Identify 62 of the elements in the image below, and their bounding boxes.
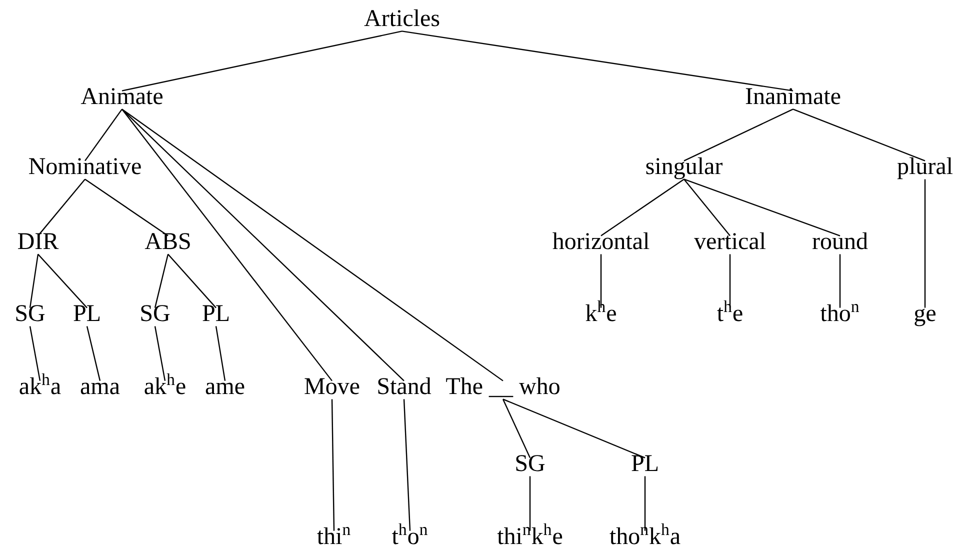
tree-branch xyxy=(502,398,531,458)
tree-branch xyxy=(331,399,335,531)
tree-branch xyxy=(684,108,794,162)
tree-branch xyxy=(154,254,169,308)
tree-branch xyxy=(29,326,41,381)
tree-branch xyxy=(122,108,404,382)
tree-label: k$^{h}$e xyxy=(586,300,616,322)
tree-label: Animate xyxy=(80,88,162,104)
tree-branch xyxy=(154,326,166,381)
tree-branch xyxy=(86,326,101,381)
tree-label: Stand xyxy=(378,377,432,394)
tree-label: ak$^{h}$a xyxy=(20,373,61,394)
tree-label: ABS xyxy=(144,233,190,250)
tree-branch xyxy=(839,254,841,308)
tree-branch xyxy=(600,254,602,308)
tree-branch xyxy=(684,178,730,236)
tree-label: tho$^{n}$ xyxy=(820,304,860,322)
tree-label: vertical xyxy=(694,232,766,250)
tree-label: SG xyxy=(141,305,170,322)
tree-label: plural xyxy=(897,157,953,180)
tree-label: DIR xyxy=(18,233,59,250)
tree-branch xyxy=(502,398,646,458)
tree-label: PL xyxy=(632,455,658,471)
tree-branch xyxy=(403,399,411,531)
tree-label: ama xyxy=(80,382,120,394)
tree-label: Nominative xyxy=(29,158,141,174)
tree-branch xyxy=(529,476,531,531)
tree-branch xyxy=(122,108,504,382)
tree-branch xyxy=(644,476,646,531)
tree-label: thi$^{n}$ xyxy=(317,527,350,544)
tree-label: Inanimate xyxy=(746,88,840,104)
tree-branch xyxy=(29,254,39,308)
tree-label: The __ who xyxy=(446,377,560,398)
tree-branch xyxy=(122,30,402,92)
tree-label: t$^{h}$o$^{n}$ xyxy=(392,523,428,544)
tree-label: round xyxy=(812,232,868,250)
tree-label: singular xyxy=(646,157,722,180)
tree-label: SG xyxy=(16,305,45,322)
tree-label: thi$^{n}$k$^{h}$e xyxy=(497,523,562,544)
tree-label: tho$^{n}$k$^{h}$a xyxy=(610,523,680,544)
tree-branch xyxy=(402,30,794,92)
tree-branch xyxy=(924,179,926,308)
tree-branch xyxy=(729,254,731,308)
tree-branch xyxy=(84,178,168,236)
tree-branch xyxy=(84,108,122,162)
tree-branch xyxy=(38,254,88,308)
tree-branch xyxy=(122,108,332,382)
tree-label: Articles xyxy=(364,9,440,26)
tree-label: Move xyxy=(304,378,360,394)
tree-branch xyxy=(168,254,216,308)
tree-branch xyxy=(215,326,226,381)
tree-branch xyxy=(792,108,926,162)
tree-label: ge xyxy=(914,308,936,326)
tree-label: horizontal xyxy=(552,232,650,250)
tree-label: SG xyxy=(516,455,545,472)
tree-label: PL xyxy=(202,305,229,321)
tree-label: ame xyxy=(206,382,244,394)
tree-branch xyxy=(38,178,86,236)
tree-label: ak$^{h}$e xyxy=(144,373,186,394)
tree-label: PL xyxy=(74,305,100,321)
tree-branch xyxy=(600,178,684,236)
tree-branch xyxy=(684,178,840,236)
